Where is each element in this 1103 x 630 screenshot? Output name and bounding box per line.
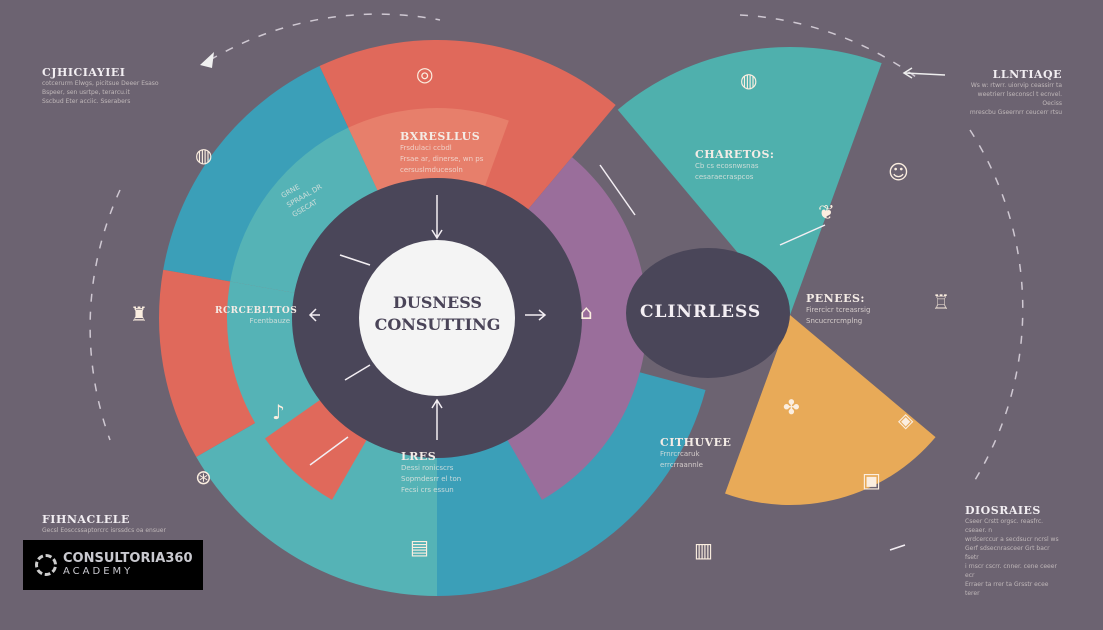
corner-heading: DIOSRAIES xyxy=(965,504,1041,517)
segment-heading: PENEES: xyxy=(806,292,865,305)
dashed-guide-arc xyxy=(969,129,1024,481)
money-icon: ⊛ xyxy=(195,465,212,489)
corner-text: Cseer Crstt orgsc. reasfrc. cseaer. n xyxy=(965,518,1044,534)
segment-text: Cb cs ecosnwsnas xyxy=(695,162,759,170)
arrow-icon xyxy=(599,164,636,216)
arrow-left-icon xyxy=(308,308,320,322)
globe-icon: ◍ xyxy=(195,143,213,167)
arrow-icon xyxy=(344,364,371,381)
segment-heading: BXRESLLUS xyxy=(400,130,481,143)
segment-text: errcrraannle xyxy=(660,461,703,469)
center-title-line2: CONSUTTING xyxy=(374,315,501,334)
corner-text: mrescbu Gseernrr ceucerr rtsu xyxy=(969,109,1062,116)
corner-text: Sscbud Eter acciic. Sserabers xyxy=(42,98,131,105)
segment-heading: LRES xyxy=(401,450,437,463)
logo-tagline: ACADEMY xyxy=(63,566,134,577)
segment-left-teal: RCRCEBLTTOS Fcentbauze xyxy=(215,306,298,327)
segment-bottom-blue: LRES Dessi ronicscrs Sopmdesrr el ton Fe… xyxy=(401,450,461,496)
arrow-right-icon xyxy=(525,309,547,321)
house-icon: ⌂ xyxy=(580,300,593,324)
right-center-title: CLINRLESS xyxy=(640,302,762,322)
arrowhead-icon xyxy=(200,52,214,68)
building-icon: ♖ xyxy=(932,290,950,314)
music-note-icon: ♪ xyxy=(272,400,285,424)
leaf-icon: ❦ xyxy=(818,200,835,224)
corner-text: Gerf sdsecnrasceer Grt bacr fsetr xyxy=(965,545,1050,561)
corner-text: wrdcerccur a secdsucr ncrsl ws xyxy=(965,536,1059,543)
center-title: DUSNESS CONSUTTING xyxy=(360,292,515,336)
corner-heading: FIHNACLELE xyxy=(42,513,130,526)
corner-text: Erraer ta rrer ta Grsstr ecee terer xyxy=(965,581,1049,597)
document-icon: ▤ xyxy=(410,535,429,559)
segment-text: Sncucrcrcmplng xyxy=(806,317,863,325)
segment-text: cesaraecraspcos xyxy=(695,173,754,181)
segment-text: Sopmdesrr el ton xyxy=(401,475,462,483)
corner-top-right: LLNTIAQE Ws w: rtwrr. uiorvip ceassirr t… xyxy=(962,68,1062,117)
arrow-icon xyxy=(779,224,826,246)
chart-icon: ▥ xyxy=(694,538,713,562)
corner-heading: CJHICIAYIEI xyxy=(42,66,126,79)
corner-bottom-left: FIHNACLELE Gecsl Eosccssaptorcrc isrssdc… xyxy=(42,513,166,535)
segment-text: cersuslmducesoln xyxy=(400,166,463,174)
segment-bottom-orange: CITHUVEE Frnrcrcaruk errcrraannle xyxy=(660,436,731,471)
globe-icon: ◍ xyxy=(740,68,758,92)
segment-top-right-teal: CHARETOS: Cb cs ecosnwsnas cesaraecraspc… xyxy=(695,148,774,183)
arrow-left-icon xyxy=(904,72,946,76)
corner-text: Gecsl Eosccssaptorcrc isrssdcs oa ensuer xyxy=(42,527,166,534)
segment-text: Frnrcrcaruk xyxy=(660,450,700,458)
corner-heading: LLNTIAQE xyxy=(992,68,1062,81)
corner-text: weetrierr lseconscl t ecnvel. Oeciss xyxy=(977,91,1062,107)
corner-bottom-right: DIOSRAIES Cseer Crstt orgsc. reasfrc. cs… xyxy=(965,504,1060,598)
corner-text: Bspeer, sen usrtpe, terarcu.it xyxy=(42,89,130,96)
segment-heading: RCRCEBLTTOS xyxy=(215,306,298,316)
logo-swirl-icon xyxy=(35,554,57,576)
arrow-icon xyxy=(889,544,906,551)
segment-right-teal: PENEES: Firercicr tcreasrsig Sncucrcrcmp… xyxy=(806,292,870,327)
corner-top-left: CJHICIAYIEI cotcerurm Elwgs, picitsue De… xyxy=(42,66,159,106)
segment-heading: CITHUVEE xyxy=(660,436,732,449)
segment-text: Fecsi crs essun xyxy=(401,486,454,494)
arrow-icon xyxy=(339,254,371,266)
bird-icon: ✤ xyxy=(783,395,800,419)
corner-text: cotcerurm Elwgs, picitsue Deeer Esaso xyxy=(42,80,159,87)
segment-text: Frsae ar, dinerse, wn ps xyxy=(400,155,484,163)
box-icon: ◈ xyxy=(898,408,914,432)
arrow-down-icon xyxy=(431,195,443,240)
corner-text: i rnscr cscrr. cnner. cene ceeer ecr xyxy=(965,563,1057,579)
white-center-circle xyxy=(359,240,515,396)
person-icon: ☺ xyxy=(888,160,909,184)
right-dark-center xyxy=(626,248,790,378)
right-top-teal-segment xyxy=(617,47,882,315)
segment-top-red: BXRESLLUS Frsdulaci ccbdl Frsae ar, dine… xyxy=(400,130,483,176)
segment-text: Firercicr tcreasrsig xyxy=(806,306,871,314)
segment-text: Fcentbauze xyxy=(249,317,290,325)
right-bottom-orange-segment xyxy=(725,315,936,506)
clipboard-icon: ▣ xyxy=(862,468,881,492)
segment-text: Frsdulaci ccbdl xyxy=(400,144,452,152)
segment-text: Dessi ronicscrs xyxy=(401,464,454,472)
dashed-guide-arc xyxy=(739,14,921,81)
dashed-guide-arc xyxy=(89,189,121,441)
center-title-line1: DUSNESS xyxy=(393,293,482,312)
corner-text: Ws w: rtwrr. uiorvip ceassirr ta xyxy=(970,82,1062,89)
target-icon: ◎ xyxy=(416,62,434,86)
arrow-icon xyxy=(309,436,349,466)
arrow-up-icon xyxy=(431,398,443,440)
segment-heading: CHARETOS: xyxy=(695,148,775,161)
logo-name: CONSULTORIA360 xyxy=(63,551,193,566)
consultoria360-logo: CONSULTORIA360 ACADEMY xyxy=(23,540,203,590)
robot-icon: ♜ xyxy=(130,302,148,326)
